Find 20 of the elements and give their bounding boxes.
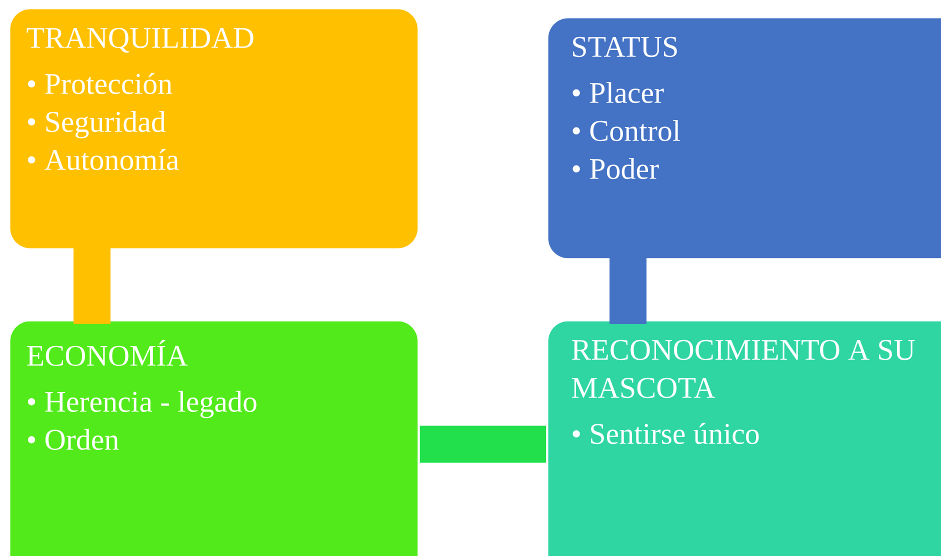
bullet-item: • Sentirse único xyxy=(572,422,759,444)
rounded-box xyxy=(10,9,418,248)
rounded-box xyxy=(548,321,941,556)
bullet-item: • Autonomía xyxy=(28,148,179,170)
heading: RECONOCIMIENTO A SU MASCOTA xyxy=(572,340,915,398)
bullet-item: • Seguridad xyxy=(28,110,166,138)
heading: ECONOMÍA xyxy=(27,340,188,366)
bullet-item: • Poder xyxy=(572,158,659,180)
heading: TRANQUILIDAD xyxy=(26,28,254,53)
bullet-item: • Protección xyxy=(28,72,172,94)
rounded-box xyxy=(10,321,418,556)
bullet-item: • Herencia - legado xyxy=(28,390,256,418)
bullet-item: • Placer xyxy=(572,82,664,104)
bullet-item: • Control xyxy=(572,120,680,142)
bullet-item: • Orden xyxy=(28,428,119,450)
connector-bar xyxy=(74,245,110,324)
rounded-box xyxy=(548,18,941,258)
heading: STATUS xyxy=(573,36,677,58)
connector-bar xyxy=(420,426,546,463)
connector-bar xyxy=(610,256,646,324)
